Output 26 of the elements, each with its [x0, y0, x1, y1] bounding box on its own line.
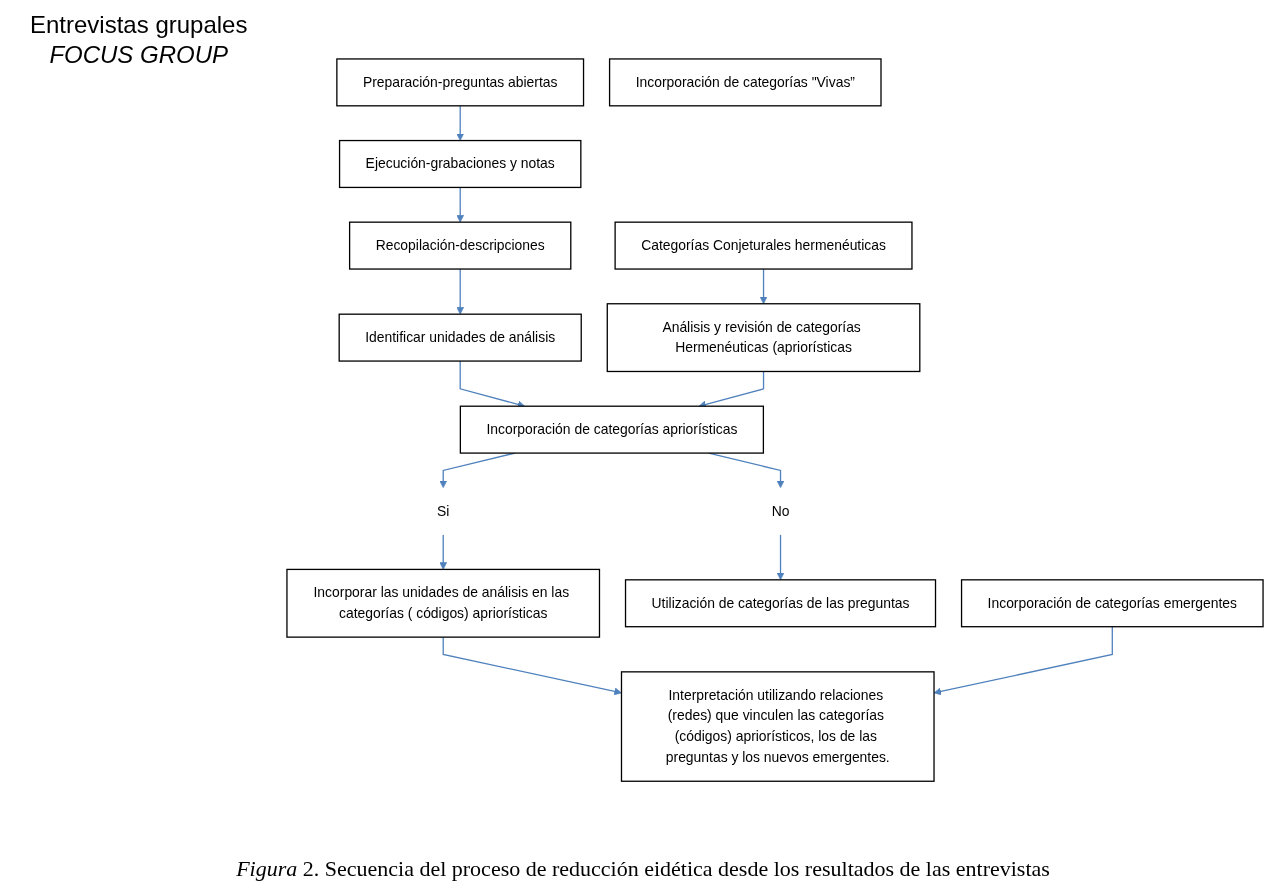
node-box: Utilización de categorías de las preguntas	[624, 579, 937, 628]
arrow	[759, 268, 768, 304]
node-box: Interpretación utilizando relaciones (redes) que vinculen las categorías (códigos) apriorísticos, los de las preguntas y los nuevos emergentes.	[620, 671, 935, 782]
arrow	[776, 533, 785, 581]
node-box: Categorías Conjeturales hermenéuticas	[614, 221, 913, 270]
node-box: Incorporación de categorías emergentes	[960, 579, 1264, 628]
arrow	[456, 268, 464, 315]
arrow	[456, 105, 464, 141]
arrow	[459, 360, 526, 408]
arrow	[439, 533, 448, 570]
node-text: No	[771, 503, 790, 519]
node-box: Identificar unidades de análisis	[338, 313, 582, 362]
diagram-title: Entrevistas grupales	[30, 10, 248, 40]
node-box: Incorporar las unidades de análisis en las categorías ( códigos) apriorísticas	[286, 568, 601, 638]
node-box: Recopilación-descripciones	[348, 221, 572, 270]
arrow	[456, 186, 464, 223]
arrow	[442, 636, 622, 696]
node-box: Ejecución-grabaciones y notas	[338, 139, 582, 188]
node-box: Incorporación de categorías "Vivas”	[608, 58, 882, 107]
node-box: Preparación-preguntas abiertas	[336, 58, 585, 107]
figure-caption: Figura 2. Secuencia del proceso de reducción eidética desde los resultados de las entrevistas	[235, 856, 1051, 882]
node-box: Incorporación de categorías apriorísticas	[459, 405, 765, 454]
arrow	[698, 370, 765, 408]
node-text: Si	[437, 503, 450, 519]
node-box: Análisis y revisión de categorías Hermenéuticas (apriorísticas	[606, 303, 921, 373]
subtitle-label: FOCUS GROUP	[48, 40, 230, 70]
